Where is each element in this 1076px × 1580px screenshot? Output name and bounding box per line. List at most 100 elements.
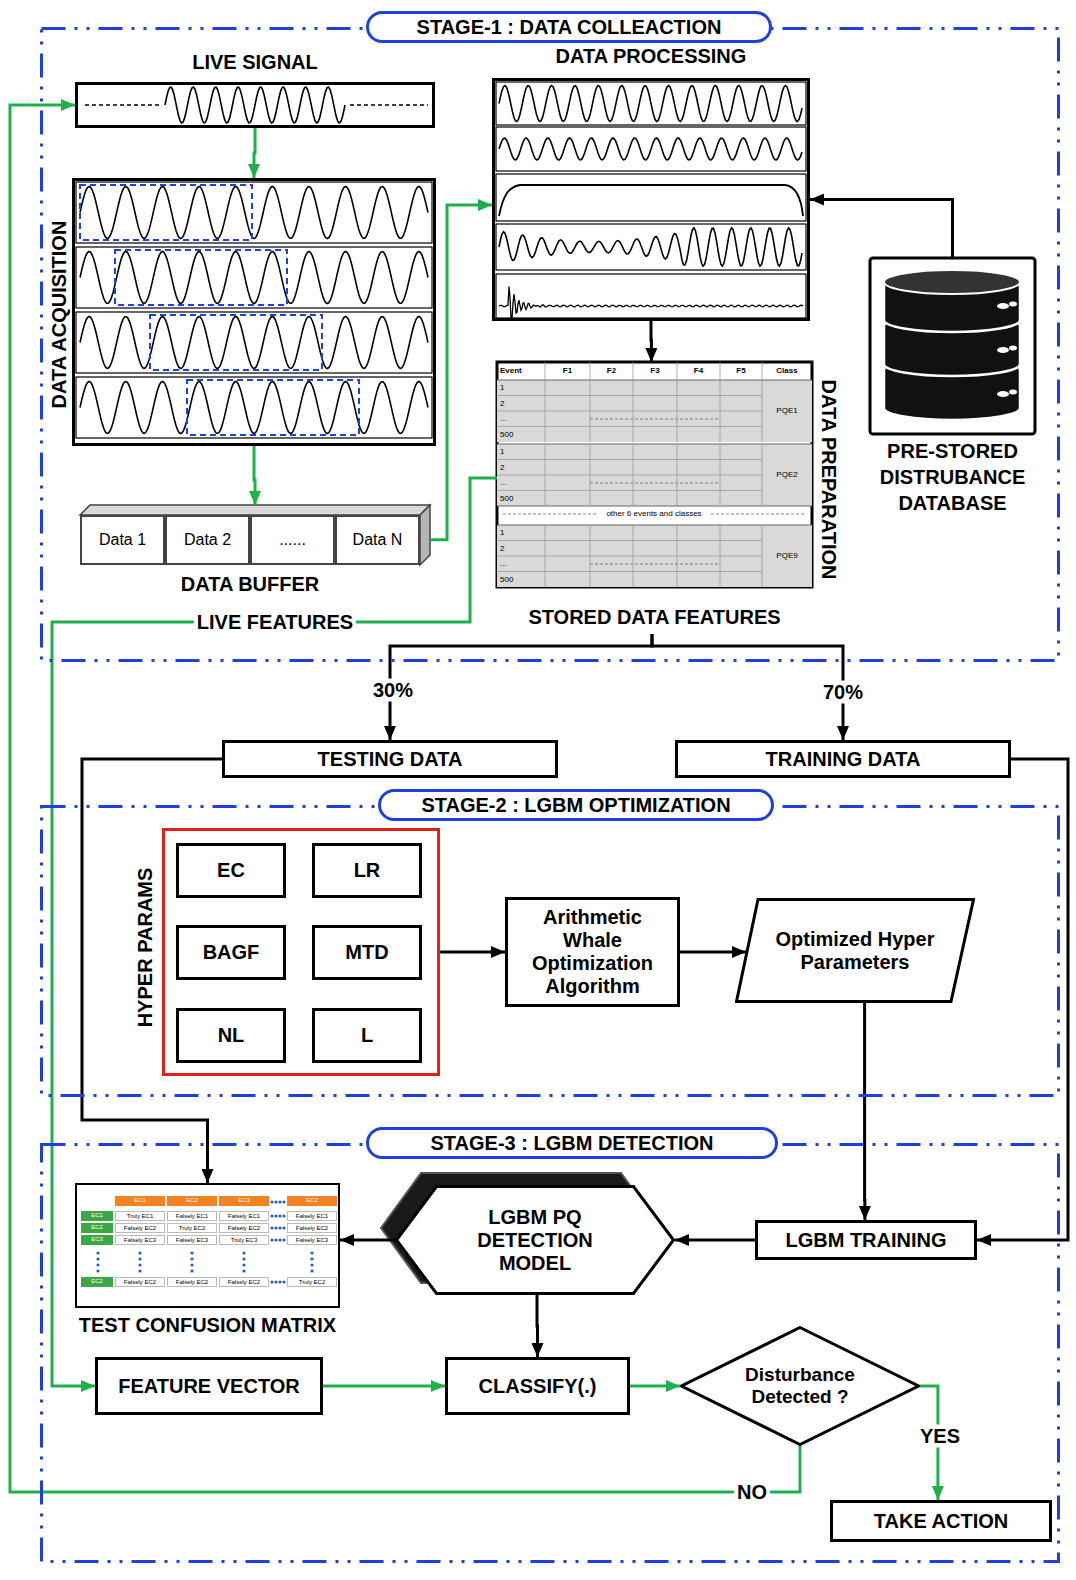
edge-label: YES — [917, 1425, 963, 1448]
flow-arrow — [390, 634, 652, 740]
node-text: Data 2 — [184, 531, 231, 549]
stage-border — [42, 807, 1059, 1096]
node-text: LGBM PQ DETECTION MODEL — [453, 1206, 617, 1275]
flow-arrow — [863, 1003, 866, 1220]
feature-table: DATA PREPARATIONSTORED DATA FEATURESEven… — [497, 362, 812, 634]
shape-border — [682, 1328, 919, 1445]
node-text: Arithmetic Whale Optimization Algorithm — [516, 906, 669, 998]
ellipsis-dot — [282, 1280, 285, 1283]
node-text: PRE-STORED DISTRUBANCE DATABASE — [848, 438, 1057, 516]
window-panel — [76, 312, 432, 373]
node-text: LR — [354, 859, 381, 882]
ellipsis-dot — [278, 1280, 281, 1283]
table-cell-text: Falsely EC1 — [167, 1211, 217, 1221]
flow-arrow — [440, 951, 505, 954]
table-group — [497, 444, 812, 506]
process-box: FEATURE VECTOR — [95, 1357, 323, 1415]
drawing-stroke — [720, 444, 721, 506]
table-cell-text: Falsely EC2 — [115, 1277, 165, 1287]
table-cell-text: 500 — [500, 430, 513, 440]
drawing-stroke — [677, 362, 678, 380]
table-cell-text: Truly EC2 — [167, 1223, 217, 1233]
node-text: HYPER PARAMS — [134, 838, 157, 1058]
trace-panel — [496, 224, 806, 270]
database-symbol: PRE-STORED DISTRUBANCE DATABASE — [870, 258, 1035, 434]
param-box: EC — [176, 843, 286, 898]
drawing-stroke — [633, 525, 634, 587]
model-hexagon: LGBM PQ DETECTION MODEL — [395, 1185, 675, 1295]
node-text: TRAINING DATA — [766, 748, 921, 771]
ellipsis-dot — [282, 1214, 285, 1217]
node-text: NL — [218, 1024, 245, 1047]
drawing-stroke — [711, 514, 806, 515]
drawing-stroke — [497, 525, 812, 526]
signal-flow-arrow — [430, 205, 492, 540]
table-cell-text: Falsely EC2 — [287, 1223, 337, 1233]
flow-arrow — [652, 634, 843, 740]
database-disk — [884, 270, 1020, 332]
sliding-window — [150, 315, 322, 370]
node-text: DATA ACQUISITION — [48, 181, 71, 449]
table-cell-text: 2 — [500, 399, 504, 409]
node-text: MTD — [345, 941, 388, 964]
ellipsis-dot — [278, 1200, 281, 1203]
ellipsis-dot — [138, 1257, 141, 1260]
table-cell-text: PQE9 — [762, 551, 812, 561]
edge-label: 70% — [820, 681, 866, 704]
ellipsis-dot — [270, 1280, 273, 1283]
table-cell-text: Falsely EC2 — [219, 1223, 269, 1233]
table-group — [497, 380, 812, 442]
ellipsis-dot — [282, 1200, 285, 1203]
drawing-stroke — [762, 444, 763, 506]
data-buffer: Data 1Data 2......Data NDATA BUFFER — [80, 505, 430, 565]
table-cell-text: ... — [500, 414, 507, 424]
drawing-stroke — [590, 362, 591, 380]
table-group — [497, 525, 812, 587]
edge-label: LIVE FEATURES — [194, 611, 356, 634]
node-text: LGBM TRAINING — [785, 1229, 946, 1252]
drawing-stroke — [503, 514, 597, 515]
table-cell-text: 1 — [500, 447, 504, 457]
waveform — [80, 187, 428, 239]
param-box: L — [312, 1008, 422, 1063]
table-cell-text: 2 — [500, 544, 504, 554]
ellipsis-dot — [242, 1263, 245, 1266]
buffer-side-face — [420, 505, 430, 565]
flow-arrow — [675, 1239, 755, 1242]
window-panel — [76, 182, 432, 243]
ellipsis-dot — [282, 1226, 285, 1229]
window-panel — [76, 247, 432, 308]
table-cell-text: 2 — [500, 463, 504, 473]
ellipsis-dot — [96, 1269, 99, 1272]
edge-label: 30% — [370, 679, 416, 702]
ellipsis-dot — [270, 1200, 273, 1203]
ellipsis-dot — [270, 1214, 273, 1217]
table-cell-text: 500 — [500, 494, 513, 504]
node-text: EC — [217, 859, 245, 882]
ellipsis-dot — [190, 1251, 193, 1254]
buffer-cell: Data 1 — [80, 515, 165, 565]
table-cell-text: F5 — [720, 366, 762, 376]
drawing-stroke — [590, 525, 591, 587]
drawing-stroke — [497, 506, 812, 507]
drawing-stroke — [720, 362, 721, 380]
ellipsis-dot — [274, 1238, 277, 1241]
drawing-stroke — [497, 475, 762, 476]
ellipsis-dot — [190, 1257, 193, 1260]
table-cell-text: Falsely EC3 — [287, 1235, 337, 1245]
ellipsis-dot — [138, 1269, 141, 1272]
drawing-stroke — [497, 395, 762, 396]
ellipsis-dot — [96, 1263, 99, 1266]
node-text: Data 1 — [99, 531, 146, 549]
signal-flow-arrow — [630, 1385, 680, 1388]
table-cell-text: Truly EC1 — [115, 1211, 165, 1221]
table-cell-text: F2 — [590, 366, 633, 376]
ellipsis-dot — [274, 1226, 277, 1229]
node-text: CLASSIFY(.) — [479, 1375, 597, 1398]
trace-panel — [496, 127, 806, 171]
drawing-stroke — [590, 444, 591, 506]
flow-arrow — [536, 1295, 540, 1357]
node-text: STAGE-2 : LGBM OPTIMIZATION — [421, 794, 730, 817]
ellipsis-dot — [274, 1200, 277, 1203]
sliding-window — [115, 250, 287, 305]
